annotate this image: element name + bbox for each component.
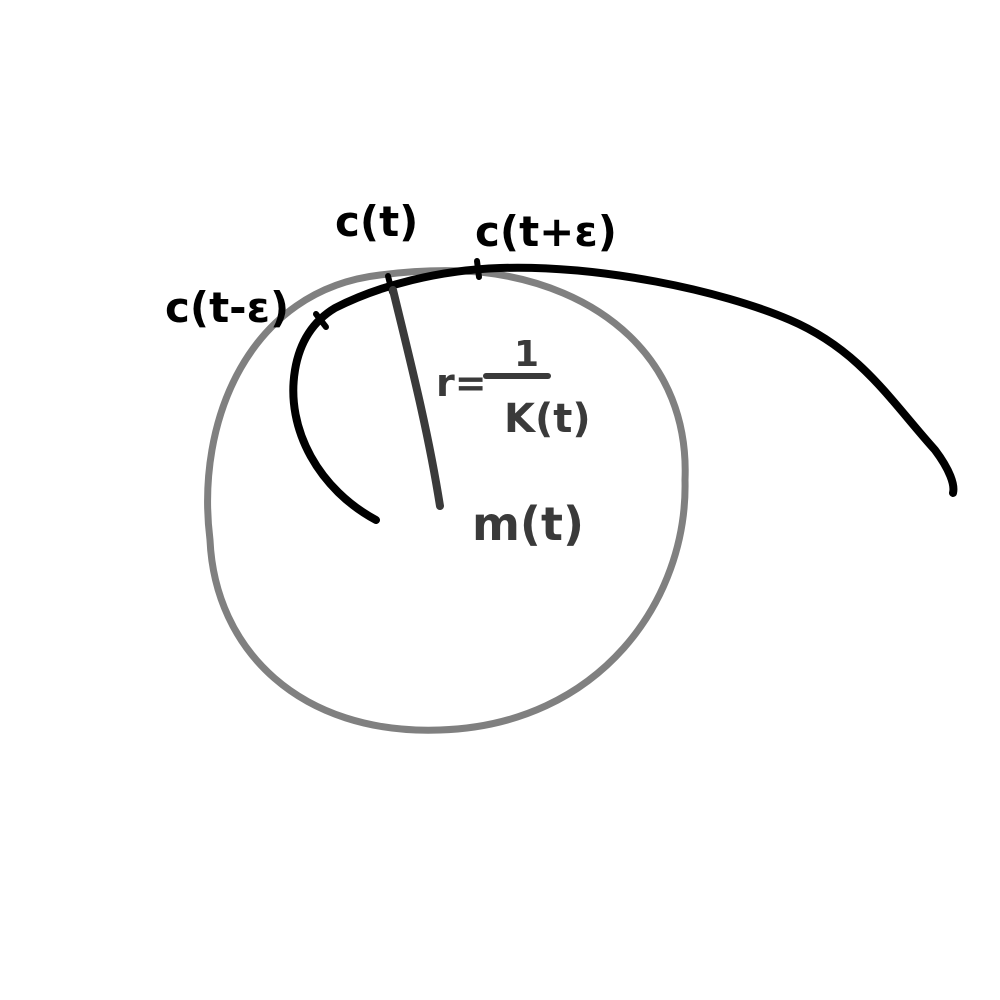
tick-c-t-minus-eps bbox=[313, 311, 329, 330]
osculating-circle bbox=[204, 267, 689, 734]
curve-c bbox=[289, 263, 958, 524]
tick-c-t-plus-eps bbox=[474, 258, 482, 280]
label-radius-numerator: 1 bbox=[514, 334, 539, 375]
label-c-t-plus-eps: c(t+ε) bbox=[475, 207, 617, 256]
label-radius-prefix: r= bbox=[436, 361, 487, 405]
label-center-m-t: m(t) bbox=[472, 497, 584, 551]
label-c-t-minus-eps: c(t-ε) bbox=[165, 283, 289, 332]
label-c-t: c(t) bbox=[335, 197, 418, 246]
label-radius-denominator: K(t) bbox=[504, 396, 591, 442]
radius-line bbox=[389, 286, 444, 510]
